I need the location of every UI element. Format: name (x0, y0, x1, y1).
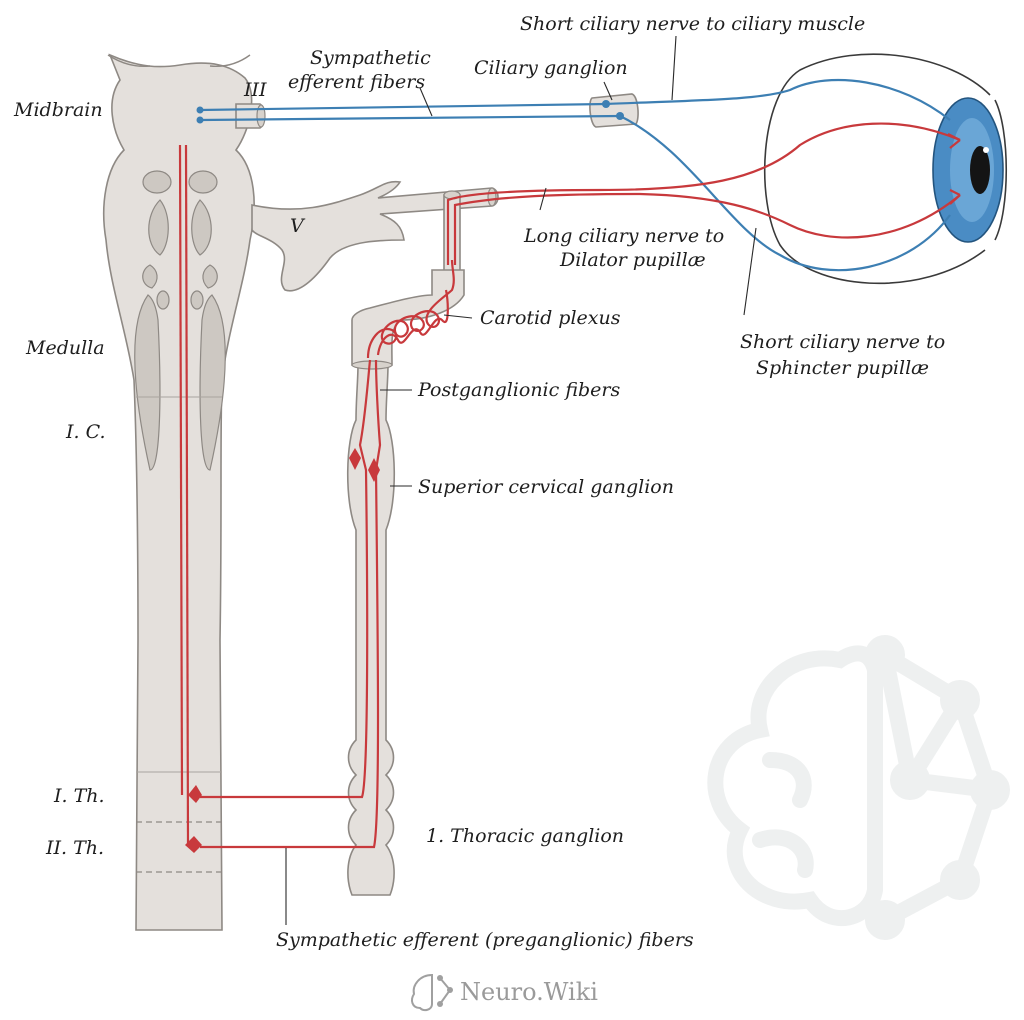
label-ciliary-ganglion: Ciliary ganglion (474, 57, 628, 79)
oculomotor-nerve-stump (235, 103, 266, 129)
label-carotid-plexus: Carotid plexus (480, 307, 621, 329)
label-superior-cervical: Superior cervical ganglion (418, 476, 674, 498)
label-preganglionic: Sympathetic efferent (preganglionic) fib… (276, 929, 694, 951)
brand-footer: Neuro.Wiki (411, 973, 598, 1012)
brain-logo-icon (411, 973, 453, 1012)
label-short-sphincter-line1: Short ciliary nerve to (740, 331, 945, 353)
label-iith: II. Th. (45, 837, 104, 859)
sympathetic-trunk (346, 187, 497, 896)
label-medulla: Medulla (25, 337, 105, 359)
sympathetic-fibers (178, 122, 961, 853)
label-long-ciliary-line2: Dilator pupillæ (559, 249, 706, 271)
label-ith: I. Th. (53, 785, 105, 807)
pupil (970, 146, 990, 194)
label-iii: III (243, 79, 267, 101)
label-short-sphincter-line2: Sphincter pupillæ (756, 357, 929, 379)
brainstem-spinal-cord (103, 53, 255, 931)
label-postganglionic: Postganglionic fibers (417, 379, 620, 401)
label-long-ciliary-line1: Long ciliary nerve to (523, 225, 724, 247)
label-ic: I. C. (65, 421, 105, 443)
label-sympathetic-line1: Sympathetic (310, 47, 431, 69)
label-short-ciliary-muscle: Short ciliary nerve to ciliary muscle (520, 13, 865, 35)
trigeminal-nerve (251, 180, 499, 292)
watermark-logo (707, 635, 1010, 940)
parasympathetic-fibers (196, 78, 951, 272)
brand-name: Neuro.Wiki (460, 978, 598, 1006)
leader-lines (285, 35, 757, 925)
eye (763, 53, 1007, 285)
label-midbrain: Midbrain (13, 99, 103, 121)
label-v: V (290, 215, 306, 237)
label-sympathetic-line2: efferent fibers (288, 71, 425, 93)
label-thoracic-ganglion: 1. Thoracic ganglion (426, 825, 624, 847)
